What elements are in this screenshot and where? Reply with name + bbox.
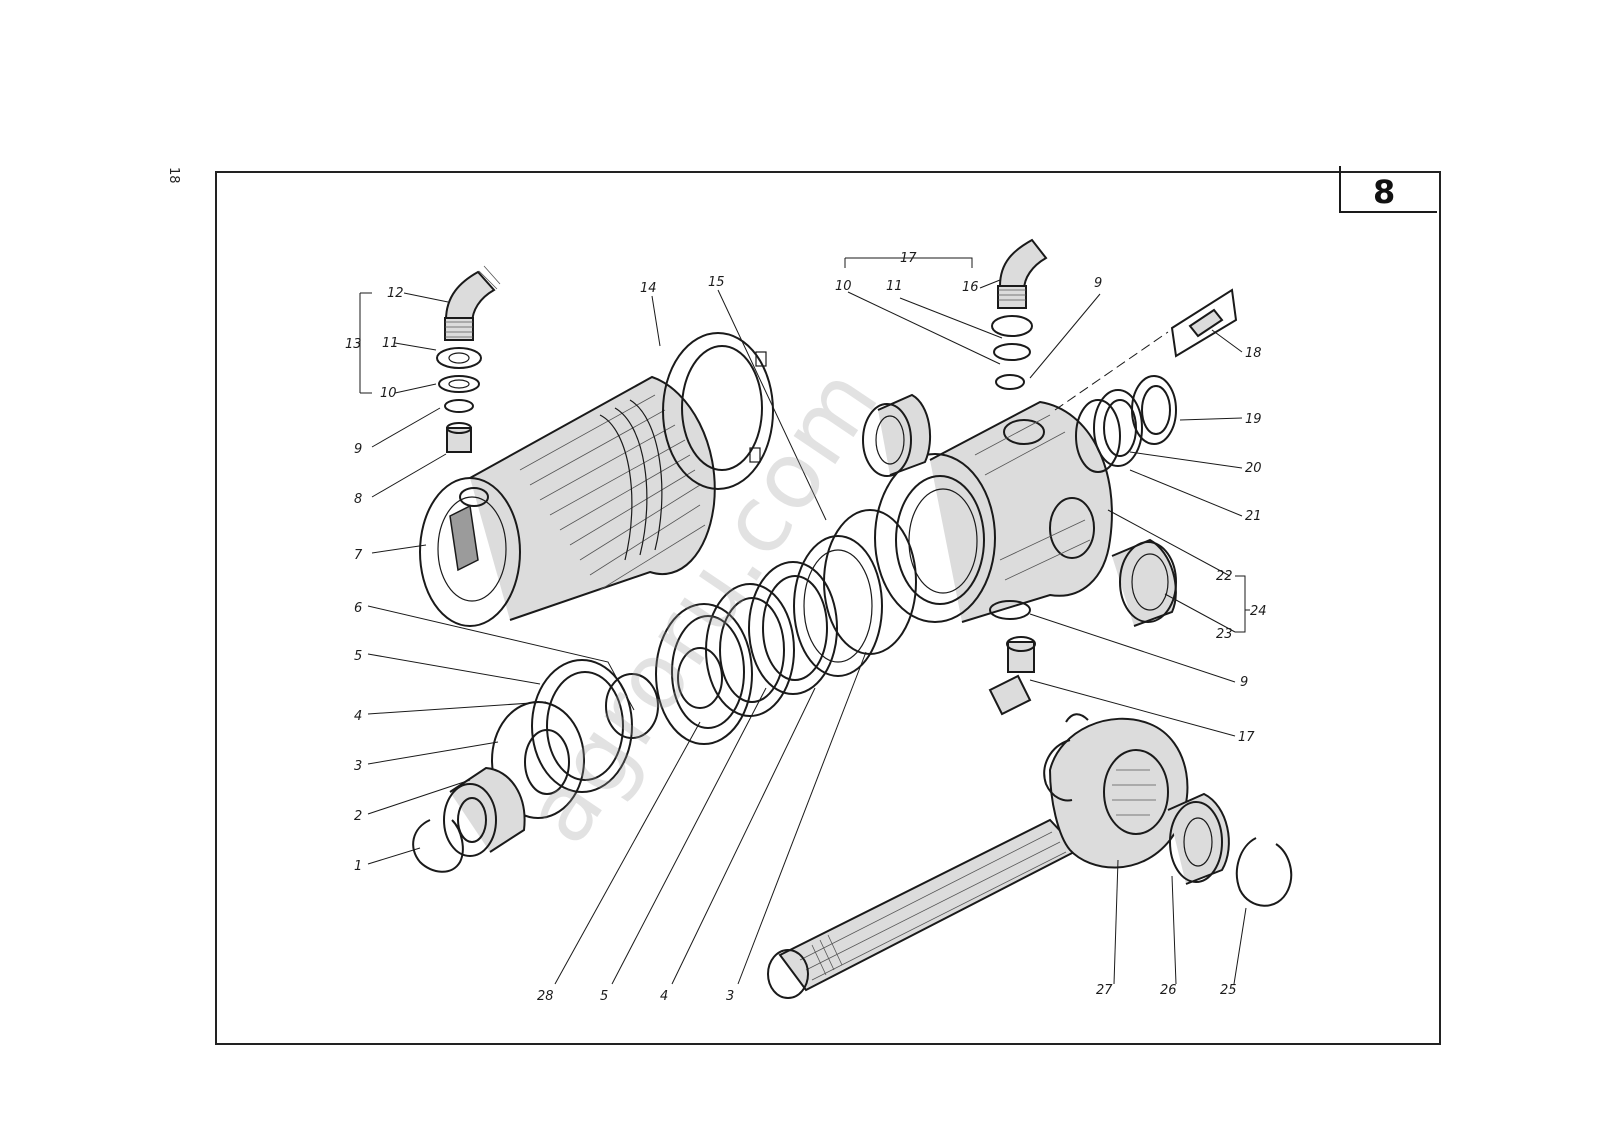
elbow-fitting-part-16	[991, 238, 1048, 390]
callout-10-left: 10	[380, 386, 397, 401]
callout-18: 18	[1245, 346, 1262, 361]
callout-3-bottom: 3	[726, 989, 734, 1004]
elbow-fitting-part-12	[436, 265, 501, 453]
callout-11-left: 11	[382, 336, 399, 351]
callout-25: 25	[1220, 983, 1237, 998]
snap-ring-part-1	[412, 819, 464, 873]
elbow-fitting-lower	[988, 636, 1036, 716]
bearing-part-26	[1167, 792, 1230, 885]
callout-15: 15	[708, 275, 725, 290]
diagram-frame	[215, 171, 1441, 1045]
callout-17-top: 17	[900, 251, 917, 266]
callout-14: 14	[640, 281, 657, 296]
callout-19: 19	[1245, 412, 1262, 427]
snap-ring-part-25	[1235, 837, 1293, 907]
cylinder-head-housing	[874, 400, 1113, 623]
callout-8: 8	[354, 492, 362, 507]
snap-ring-eye-left	[1043, 713, 1089, 802]
piston-seal-stack	[491, 509, 917, 819]
callout-9-right-top: 9	[1094, 276, 1102, 291]
piston-rod-part-27	[767, 717, 1189, 999]
callout-1: 1	[354, 859, 362, 874]
callout-5-bottom: 5	[600, 989, 608, 1004]
callout-24: 24	[1250, 604, 1267, 619]
o-ring-lower	[989, 600, 1031, 620]
leader-lines	[359, 257, 1250, 985]
callout-4: 4	[354, 709, 362, 724]
callout-6: 6	[354, 601, 362, 616]
figure-number-box	[1339, 166, 1437, 213]
bushing-part-23	[1111, 538, 1177, 627]
callout-9-left: 9	[354, 442, 362, 457]
page-number: 18	[166, 167, 181, 184]
figure-number: 8	[1373, 173, 1395, 211]
watermark: agroru.com	[505, 348, 901, 863]
callout-5: 5	[354, 649, 362, 664]
head-seals-right	[1075, 375, 1177, 473]
bushing-left	[862, 393, 932, 477]
callout-16: 16	[962, 280, 979, 295]
callout-23: 23	[1216, 627, 1233, 642]
callout-10-right: 10	[835, 279, 852, 294]
callout-28: 28	[537, 989, 554, 1004]
callout-11-right: 11	[886, 279, 903, 294]
callout-17-bottom: 17	[1238, 730, 1255, 745]
grease-nipple-part-18	[1054, 288, 1238, 411]
callout-26: 26	[1160, 983, 1177, 998]
callout-27: 27	[1096, 983, 1113, 998]
callout-22: 22	[1216, 569, 1233, 584]
callout-7: 7	[354, 548, 363, 563]
callout-21: 21	[1245, 509, 1262, 524]
callout-2: 2	[354, 809, 362, 824]
gland-nut-part-2	[443, 766, 526, 857]
callout-12: 12	[387, 286, 404, 301]
callout-labels: 1 2 3 4 5 6 7 8 9 10 11 12 13 14 15 17 1…	[345, 251, 1267, 1004]
tube-nut-part-14	[662, 332, 774, 490]
callout-4-bottom: 4	[660, 989, 668, 1004]
callout-13: 13	[345, 337, 362, 352]
cylinder-tube-part-7	[419, 375, 716, 627]
callout-20: 20	[1245, 461, 1262, 476]
callout-3: 3	[354, 759, 362, 774]
callout-9-right-bottom: 9	[1240, 675, 1248, 690]
